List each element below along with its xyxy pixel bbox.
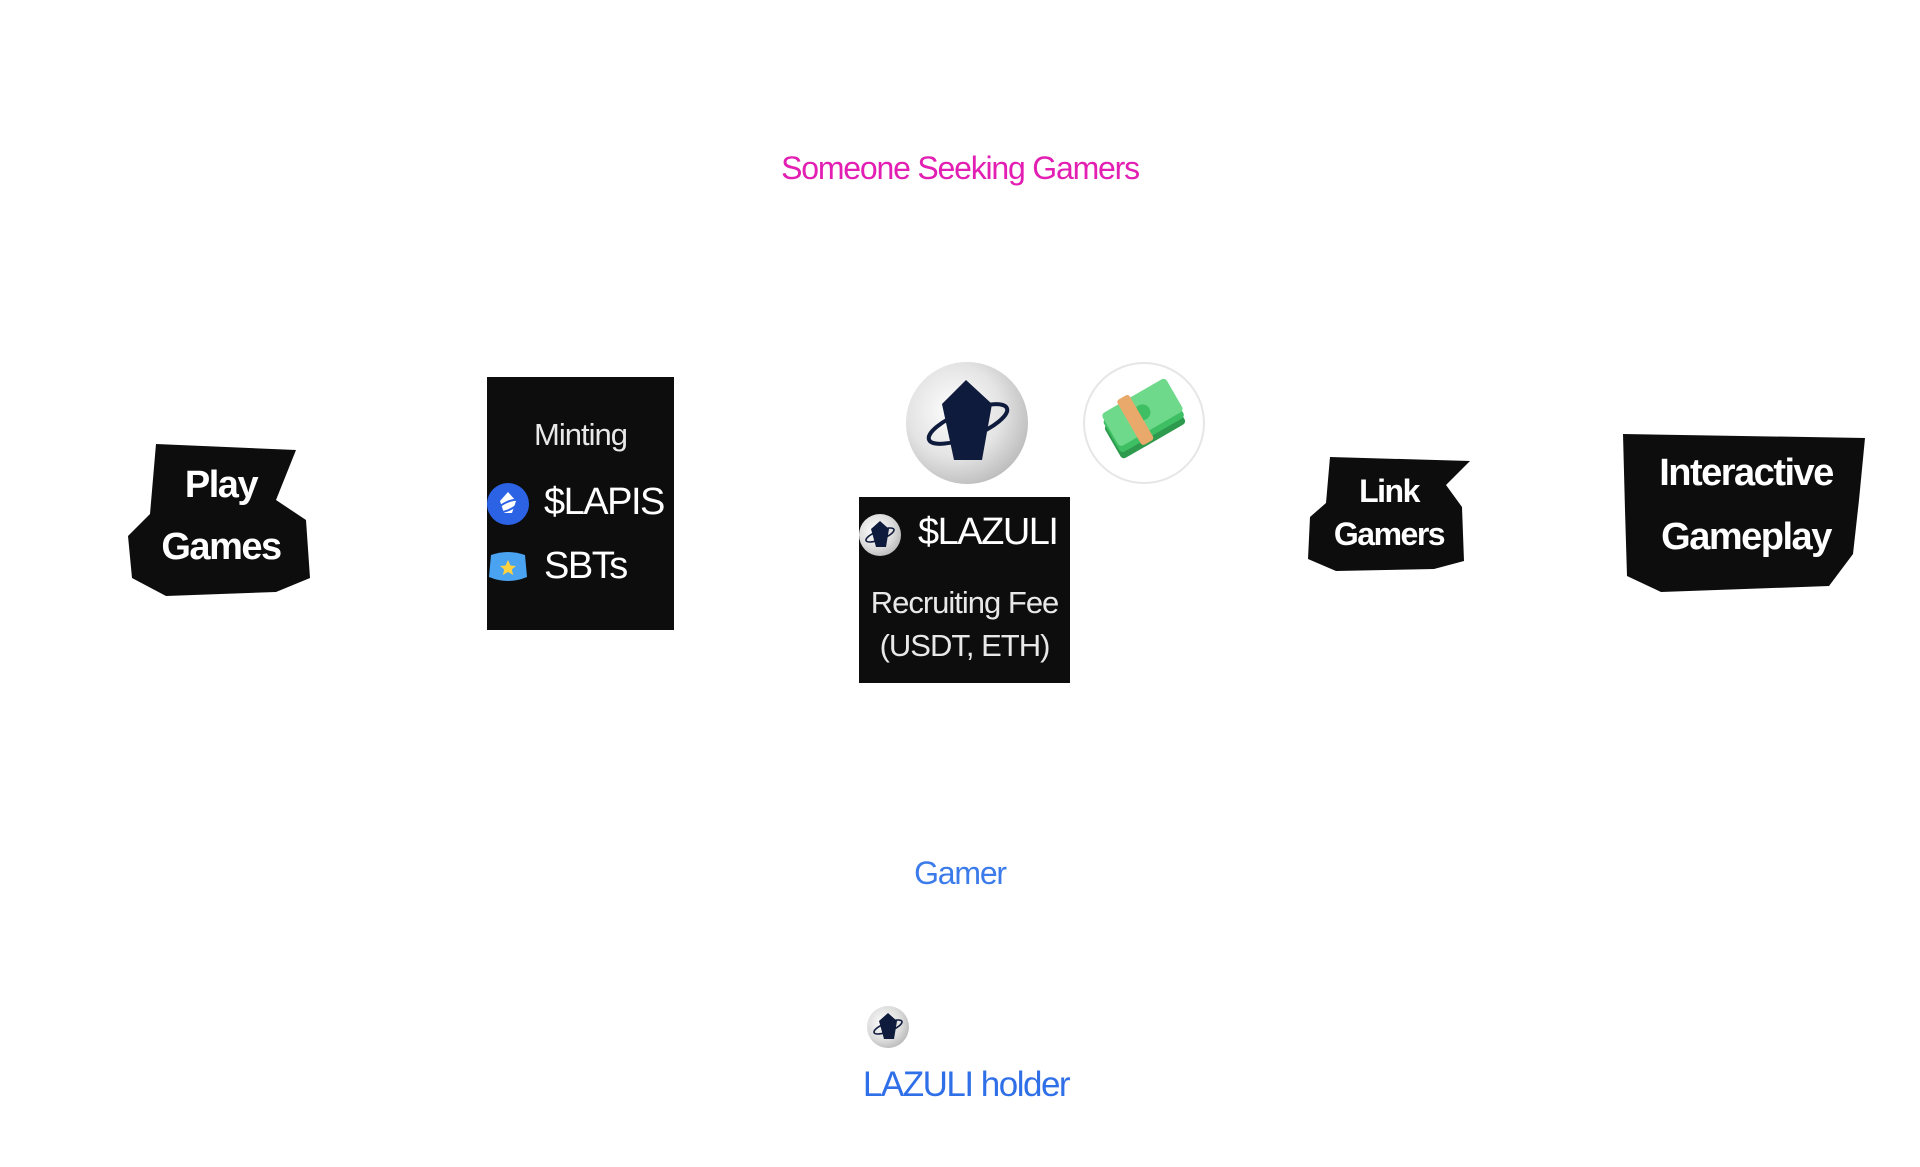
lazuli-small-icon (859, 514, 901, 556)
link-gamers-line2: Gamers (1333, 516, 1446, 552)
lazuli-logo-icon (906, 362, 1028, 484)
recruiting-fee-line2: (USDT, ETH) (879, 628, 1051, 663)
play-games-blob-shape (128, 444, 310, 596)
interactive-line2: Gameplay (1661, 516, 1832, 558)
play-games-node: Play Games (126, 440, 316, 600)
lazuli-holder-icon (867, 1006, 909, 1048)
minting-box: Minting $LAPIS SBTs (487, 377, 674, 630)
play-games-line1: Play (184, 464, 259, 506)
minting-item-sbt: SBTs (487, 545, 674, 589)
sbt-badge-icon (487, 549, 529, 585)
interactive-line1: Interactive (1659, 452, 1834, 494)
cash-money-icon (1083, 362, 1205, 484)
lapis-token-icon (487, 483, 529, 525)
minting-item-lapis: $LAPIS (487, 481, 674, 525)
lazuli-holder-label: LAZULI holder (862, 1065, 1071, 1104)
sbt-label: SBTs (544, 545, 628, 587)
gamer-label: Gamer (914, 855, 1007, 891)
minting-title: Minting (534, 417, 628, 452)
recruiting-fee-line1: Recruiting Fee (870, 585, 1060, 620)
seeker-label: Someone Seeking Gamers (781, 150, 1140, 186)
lazuli-fee-box: $LAZULI Recruiting Fee (USDT, ETH) (859, 497, 1070, 683)
interactive-gameplay-node: Interactive Gameplay (1621, 430, 1871, 594)
link-gamers-blob-shape (1308, 457, 1470, 571)
play-games-line2: Games (161, 526, 282, 568)
lazuli-token-label: $LAZULI (918, 511, 1059, 553)
link-gamers-node: Link Gamers (1306, 455, 1472, 573)
lapis-label: $LAPIS (544, 481, 665, 523)
link-gamers-line1: Link (1359, 473, 1420, 509)
interactive-gameplay-blob-shape (1623, 434, 1865, 592)
